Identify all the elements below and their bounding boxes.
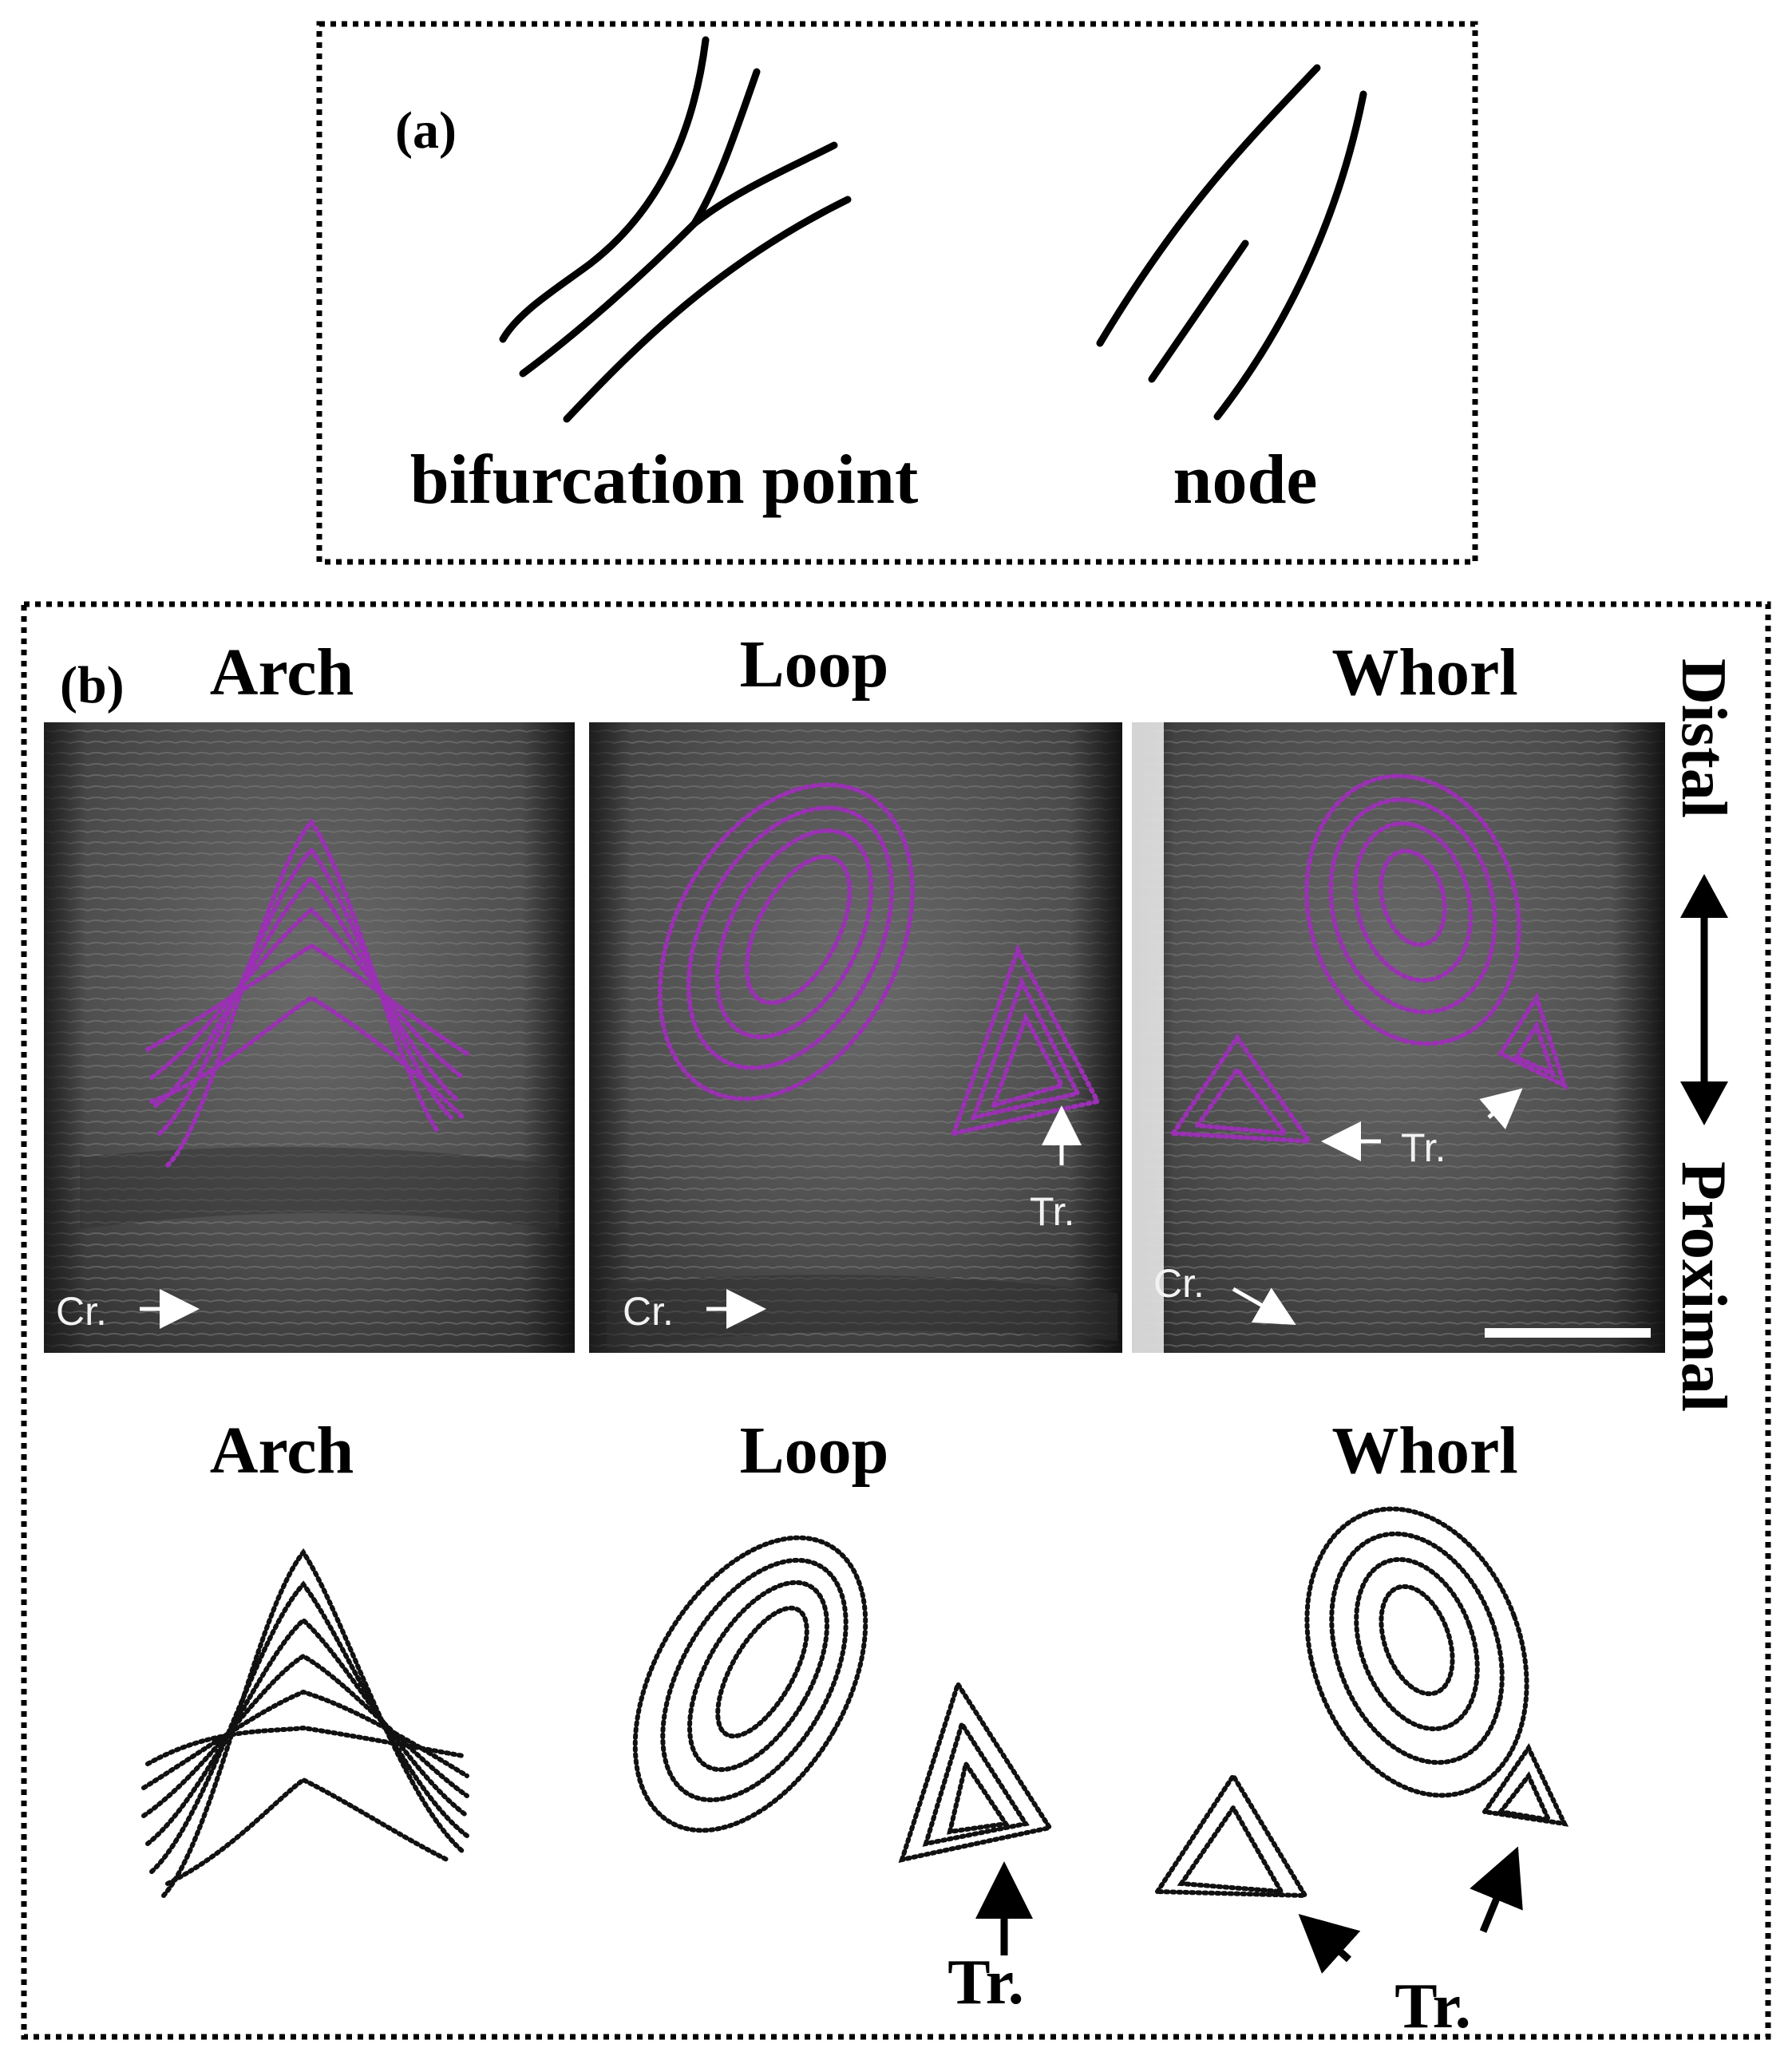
title-whorl-bottom: Whorl <box>1331 1414 1517 1488</box>
panel-a-label: (a) <box>395 101 457 160</box>
loop-tr-label-bottom: Tr. <box>947 1947 1024 2018</box>
trace-arch <box>141 1548 469 1898</box>
bottom-tr-arrows <box>975 1846 1523 1974</box>
whorl-tr-label-bottom: Tr. <box>1394 1971 1471 2042</box>
panel-a: (a) bifurcation point node <box>316 21 1478 565</box>
axis-distal-label: Distal <box>1668 658 1739 818</box>
whorl-crease-label: Cr. <box>1153 1261 1205 1306</box>
whorl-tr-label: Tr. <box>1401 1125 1446 1170</box>
whorl-tr-arrow-bottom-left <box>1298 1913 1361 1974</box>
whorl-overlay <box>1169 773 1569 1145</box>
arch-crease-label: Cr. <box>56 1289 107 1334</box>
title-loop-top: Loop <box>740 627 889 702</box>
arch-overlay <box>145 818 469 1168</box>
panel-a-frame <box>316 21 1478 565</box>
whorl-crease-arrow <box>1232 1287 1296 1325</box>
photo-arch: Cr. <box>44 722 575 1353</box>
axis-arrow-down <box>1680 1081 1728 1125</box>
axis-proximal-label: Proximal <box>1668 1161 1739 1412</box>
loop-overlay <box>657 782 1102 1137</box>
panel-b-label: (b) <box>60 656 125 714</box>
trace-whorl <box>1153 1506 1569 1899</box>
photo-loop: Tr. Cr. <box>589 722 1122 1353</box>
whorl-tr-arrow-right <box>1479 1088 1523 1130</box>
axis-arrow-up <box>1680 874 1728 918</box>
axis-orientation: Distal Proximal <box>1668 658 1739 1412</box>
trace-loop <box>632 1535 1054 1864</box>
loop-tr-label: Tr. <box>1030 1189 1074 1234</box>
title-arch-bottom: Arch <box>210 1414 354 1488</box>
node-diagram <box>1096 64 1367 421</box>
caption-node: node <box>1173 441 1318 519</box>
caption-bifurcation: bifurcation point <box>410 441 919 519</box>
title-loop-bottom: Loop <box>740 1414 889 1488</box>
whorl-tr-arrow-bottom-right <box>1470 1846 1523 1933</box>
title-arch-top: Arch <box>210 635 354 710</box>
title-whorl-top: Whorl <box>1331 635 1517 710</box>
bifurcation-diagram <box>499 36 852 423</box>
loop-crease-label: Cr. <box>623 1289 674 1334</box>
panel-b-frame <box>21 601 1771 2040</box>
panel-b: (b) Arch Loop Whorl Cr. <box>21 601 1771 2042</box>
photo-whorl: Tr. Cr. <box>1132 722 1665 1353</box>
